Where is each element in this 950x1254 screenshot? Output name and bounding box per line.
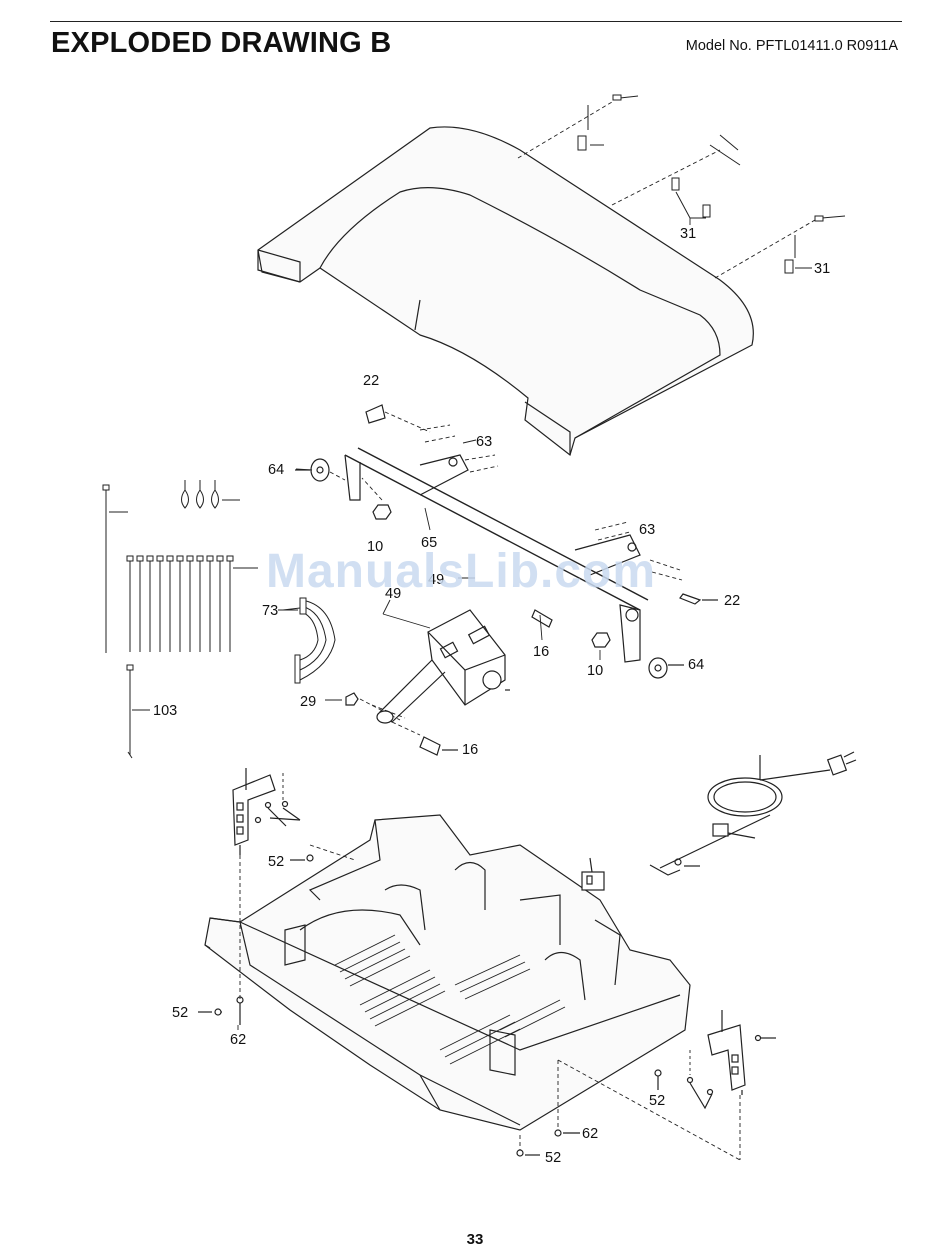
- callout-64b: 64: [688, 657, 704, 673]
- page-number: 33: [0, 1231, 950, 1248]
- right-bracket: [688, 1010, 777, 1108]
- motor-hood: [258, 127, 753, 455]
- callout-63b: 63: [639, 522, 655, 538]
- power-cord: [650, 752, 856, 875]
- callout-62b: 62: [582, 1126, 598, 1142]
- left-bracket: [233, 768, 300, 855]
- callout-52b: 52: [172, 1005, 188, 1021]
- callout-62a: 62: [230, 1032, 246, 1048]
- callout-16a: 16: [533, 644, 549, 660]
- callout-22a: 22: [363, 373, 379, 389]
- drive-motor: [377, 610, 510, 723]
- callout-31b: 31: [814, 261, 830, 277]
- callout-52c: 52: [649, 1093, 665, 1109]
- callout-31a: 31: [680, 226, 696, 242]
- callout-16b: 16: [462, 742, 478, 758]
- callout-103: 103: [153, 703, 177, 719]
- callout-22b: 22: [724, 593, 740, 609]
- callout-73: 73: [262, 603, 278, 619]
- callout-63a: 63: [476, 434, 492, 450]
- cable-ties: [103, 480, 258, 758]
- watermark: ManualsLib.com: [266, 544, 656, 599]
- callout-29: 29: [300, 694, 316, 710]
- power-switch: [582, 858, 604, 890]
- callout-64a: 64: [268, 462, 284, 478]
- callout-52a: 52: [268, 854, 284, 870]
- callout-10b: 10: [587, 663, 603, 679]
- wire-harness: [283, 598, 335, 683]
- callout-52d: 52: [545, 1150, 561, 1166]
